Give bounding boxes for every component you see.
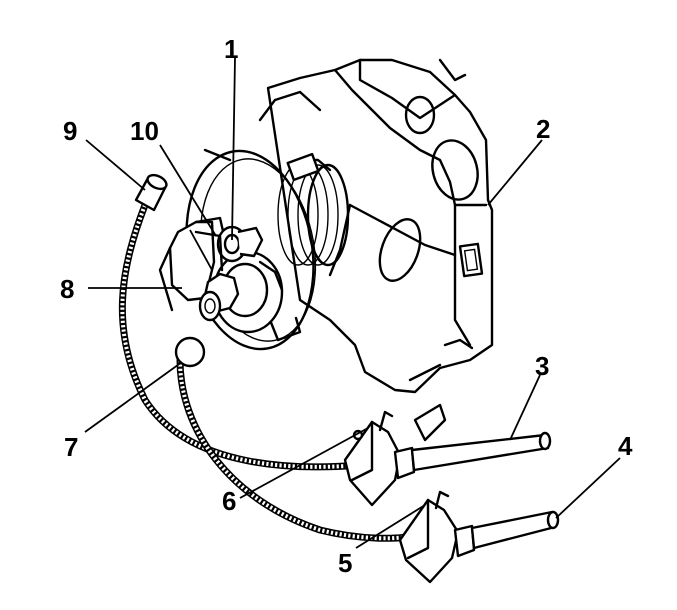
leader-9 bbox=[85, 139, 146, 191]
leader-lines bbox=[84, 57, 621, 549]
cable-harness bbox=[118, 201, 419, 542]
callout-10: 10 bbox=[130, 116, 159, 146]
leader-10b bbox=[189, 229, 213, 271]
callout-5: 5 bbox=[338, 548, 352, 578]
connector-lower bbox=[398, 490, 560, 584]
callout-7: 7 bbox=[64, 432, 78, 462]
callout-2: 2 bbox=[536, 114, 550, 144]
leader-7 bbox=[84, 361, 183, 433]
leader-2 bbox=[487, 139, 543, 206]
leader-10a bbox=[159, 144, 217, 237]
callout-1: 1 bbox=[224, 34, 238, 64]
plug-cap bbox=[134, 173, 168, 212]
leader-3 bbox=[509, 374, 541, 441]
callout-3: 3 bbox=[535, 351, 549, 381]
callout-6: 6 bbox=[222, 486, 236, 516]
connector-upper bbox=[343, 410, 552, 507]
leader-4 bbox=[555, 457, 621, 519]
leader-1 bbox=[231, 57, 236, 241]
actuator-cover bbox=[158, 216, 227, 312]
hub-assembly bbox=[194, 225, 284, 334]
housing-bracket bbox=[258, 58, 494, 442]
callout-8: 8 bbox=[60, 274, 74, 304]
spring-coil bbox=[277, 152, 350, 267]
callout-4: 4 bbox=[618, 431, 633, 461]
leader-5 bbox=[355, 504, 426, 549]
callout-labels: 1 2 3 4 5 6 7 8 9 10 bbox=[60, 34, 633, 578]
ball-end bbox=[174, 336, 206, 368]
callout-9: 9 bbox=[63, 116, 77, 146]
leader-6 bbox=[239, 427, 369, 499]
